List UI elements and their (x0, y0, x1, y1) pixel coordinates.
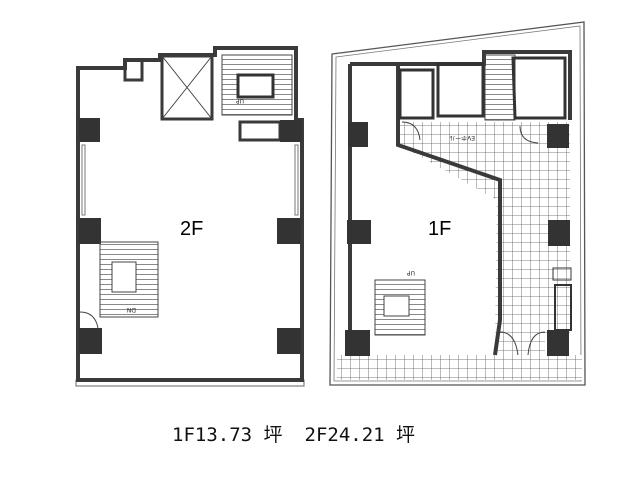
elevator-1f (436, 62, 485, 118)
svg-text:1F: 1F (428, 218, 451, 240)
elevator-shaft-2f (160, 54, 214, 121)
svg-text:UP: UP (407, 269, 415, 276)
svg-text:DN: DN (127, 306, 136, 313)
svg-text:EVホール: EVホール (449, 134, 475, 141)
plan-1f: UP EVホール 1F (329, 21, 586, 386)
area-1f: 1F13.73 坪 (172, 424, 283, 446)
area-2f: 2F24.21 坪 (304, 424, 416, 446)
svg-text:2F: 2F (180, 218, 203, 240)
floor-area-summary: 1F13.73 坪 2F24.21 坪 (172, 420, 437, 447)
svg-text:UP: UP (236, 97, 244, 104)
plan-2f: UP 2F DN (75, 46, 305, 387)
